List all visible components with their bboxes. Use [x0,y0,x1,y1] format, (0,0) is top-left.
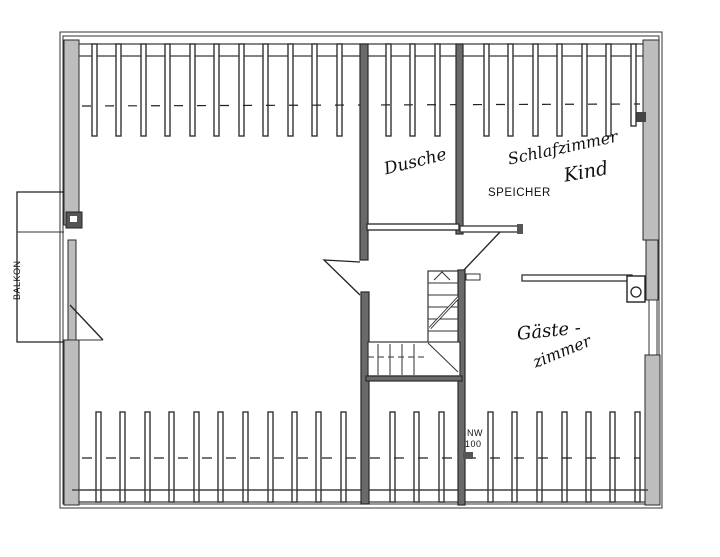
wall-gaestezimmer-top [521,274,633,282]
wall-dusche-right [455,43,464,235]
bottom-rafters [95,411,641,503]
wall-central-lower [360,291,370,505]
top-rafters [91,43,637,137]
annotation-nw-100: 100 [465,439,482,449]
annotation-nw: NW [467,428,483,438]
wall-dusche-bottom [366,223,460,231]
staircase [365,269,481,506]
room-label-speicher: SPEICHER [488,187,551,199]
outer-roof-outline [59,31,663,509]
boiler-icon [626,275,646,303]
left-wall-lower [63,339,80,506]
right-wall-upper [642,39,660,241]
wall-dusche-left [359,43,369,261]
left-wall-upper [63,39,80,226]
right-wall-lower [644,354,661,506]
nw100-marker [463,452,473,459]
room-label-balkon: BALKON [12,260,22,300]
balcony-outline [16,191,64,343]
